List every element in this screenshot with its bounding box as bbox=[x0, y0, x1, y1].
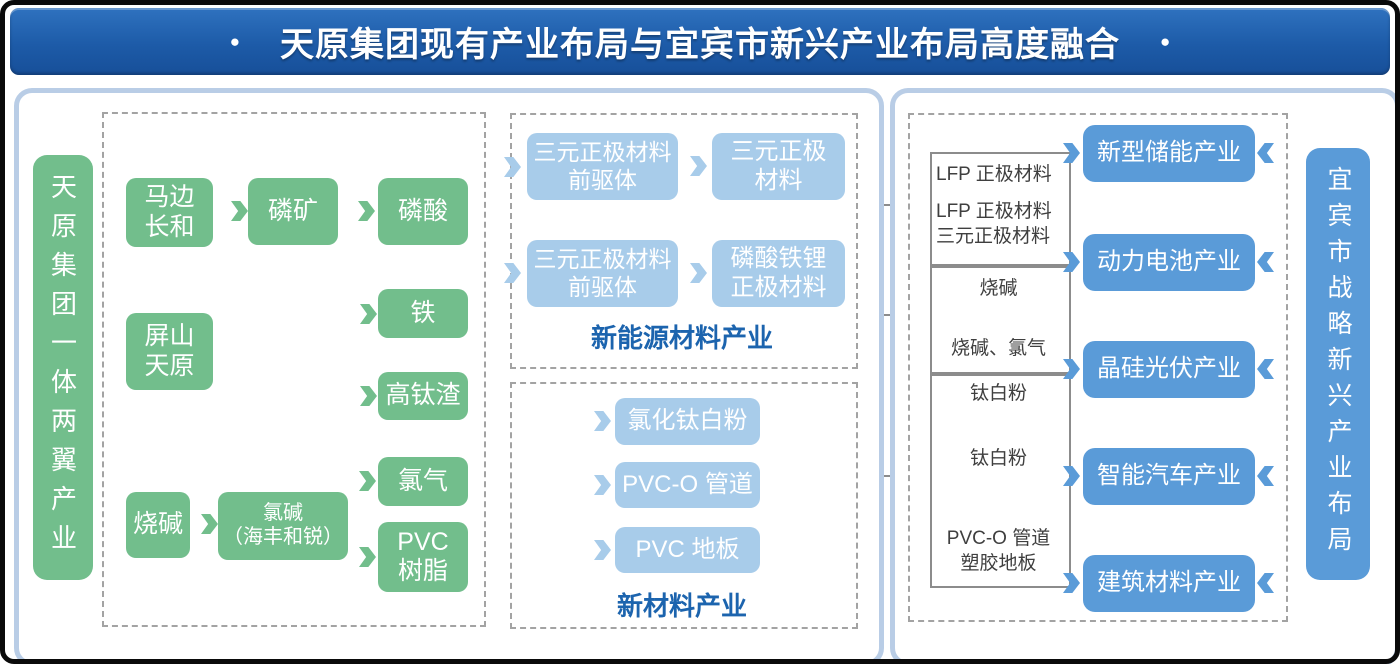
arrowhead-icon bbox=[1063, 143, 1080, 163]
supply-bus-rect-2 bbox=[930, 266, 1071, 374]
node-precursor-2: 三元正极材料 前驱体 bbox=[527, 240, 678, 307]
new-material-group-label: 新材料产业 bbox=[616, 591, 747, 621]
arrowhead-icon bbox=[504, 263, 521, 283]
arrowhead-icon bbox=[1063, 573, 1080, 593]
supply-label-lfp: LFP 正极材料 bbox=[936, 164, 1052, 185]
supply-label-caustic-chlorine: 烧碱、氯气 bbox=[950, 338, 1046, 359]
node-ternary-cathode: 三元正极 材料 bbox=[712, 133, 845, 200]
supply-label-tio2-a: 钛白粉 bbox=[969, 383, 1027, 404]
node-silicon-pv-industry: 晶硅光伏产业 bbox=[1083, 341, 1255, 398]
tianyuan-side-bar: 天原集团一体两翼产业 bbox=[33, 155, 93, 580]
node-titanium-slag: 高钛渣 bbox=[378, 372, 468, 420]
arrowhead-icon bbox=[1063, 252, 1080, 272]
yibin-side-bar: 宜宾市战略新兴产业布局 bbox=[1306, 148, 1370, 580]
arrowhead-icon bbox=[358, 201, 375, 221]
arrowhead-icon bbox=[359, 547, 376, 567]
supply-label-tio2-b: 钛白粉 bbox=[969, 448, 1027, 469]
arrowhead-icon bbox=[690, 156, 707, 176]
new-energy-group-label: 新能源材料产业 bbox=[590, 323, 773, 353]
arrowhead-icon bbox=[1257, 143, 1274, 163]
arrowhead-icon bbox=[1257, 359, 1274, 379]
arrowhead-icon bbox=[1257, 573, 1274, 593]
arrowhead-icon bbox=[690, 263, 707, 283]
node-lfp-cathode: 磷酸铁锂 正极材料 bbox=[712, 240, 845, 307]
node-caustic-soda: 烧碱 bbox=[126, 492, 190, 558]
header-banner: ● 天原集团现有产业布局与宜宾市新兴产业布局高度融合 ● bbox=[10, 8, 1390, 75]
node-chloride-tio2: 氯化钛白粉 bbox=[615, 398, 760, 445]
arrowhead-icon bbox=[360, 386, 377, 406]
node-precursor-1: 三元正极材料 前驱体 bbox=[527, 133, 678, 200]
node-pvco-pipe: PVC-O 管道 bbox=[615, 462, 760, 508]
bullet-icon: ● bbox=[1160, 32, 1171, 51]
supply-bus-rect-1 bbox=[930, 152, 1071, 266]
arrowhead-icon bbox=[359, 471, 376, 491]
arrowhead-icon bbox=[1063, 359, 1080, 379]
arrowhead-icon bbox=[594, 540, 611, 560]
arrowhead-icon bbox=[360, 304, 377, 324]
new-material-group-frame bbox=[510, 382, 858, 629]
bullet-icon: ● bbox=[229, 32, 240, 51]
page-title: 天原集团现有产业布局与宜宾市新兴产业布局高度融合 bbox=[280, 26, 1120, 64]
arrowhead-icon bbox=[1257, 466, 1274, 486]
arrowhead-icon bbox=[504, 157, 521, 177]
node-power-battery-industry: 动力电池产业 bbox=[1083, 234, 1255, 291]
node-energy-storage-industry: 新型储能产业 bbox=[1083, 125, 1255, 182]
node-pvc-resin: PVC 树脂 bbox=[378, 522, 468, 592]
supply-label-pvco-floor: PVC-O 管道 塑胶地板 bbox=[946, 528, 1051, 574]
node-pvc-floor: PVC 地板 bbox=[615, 527, 760, 573]
arrowhead-icon bbox=[201, 514, 218, 534]
arrowhead-icon bbox=[1063, 466, 1080, 486]
node-phosphate-ore: 磷矿 bbox=[248, 178, 338, 245]
tianyuan-core-group-frame bbox=[102, 112, 486, 627]
supply-label-caustic: 烧碱 bbox=[979, 278, 1018, 299]
node-smart-vehicle-industry: 智能汽车产业 bbox=[1083, 448, 1255, 505]
arrowhead-icon bbox=[1257, 252, 1274, 272]
node-pingshan-tianyuan: 屏山 天原 bbox=[126, 313, 213, 390]
arrowhead-icon bbox=[231, 201, 248, 221]
node-phosphoric-acid: 磷酸 bbox=[378, 178, 468, 245]
yibin-industries-frame bbox=[908, 113, 1288, 622]
node-iron: 铁 bbox=[378, 289, 468, 338]
node-mabian-changhe: 马边 长和 bbox=[126, 178, 213, 247]
arrowhead-icon bbox=[594, 411, 611, 431]
supply-label-lfp-ternary: LFP 正极材料 三元正极材料 bbox=[936, 201, 1052, 247]
node-building-materials-industry: 建筑材料产业 bbox=[1083, 555, 1255, 612]
node-chlor-alkali: 氯碱 （海丰和锐） bbox=[218, 492, 348, 560]
node-chlorine: 氯气 bbox=[378, 457, 468, 506]
arrowhead-icon bbox=[594, 475, 611, 495]
new-energy-group-frame bbox=[510, 113, 858, 369]
